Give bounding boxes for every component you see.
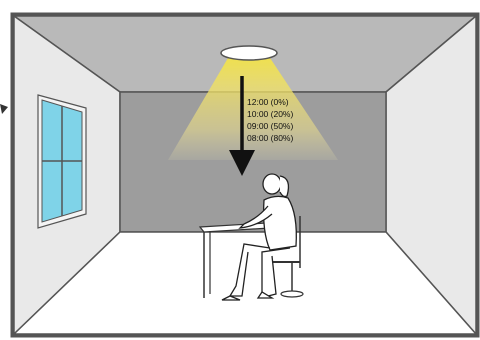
schedule-label: 09:00 (50%) — [247, 121, 293, 131]
schedule-label: 10:00 (20%) — [247, 109, 293, 119]
left-pointer-arrowhead — [0, 104, 8, 114]
ceiling-lamp — [221, 46, 277, 60]
schedule-label: 12:00 (0%) — [247, 97, 289, 107]
window — [38, 95, 86, 228]
schedule-label: 08:00 (80%) — [247, 133, 293, 143]
